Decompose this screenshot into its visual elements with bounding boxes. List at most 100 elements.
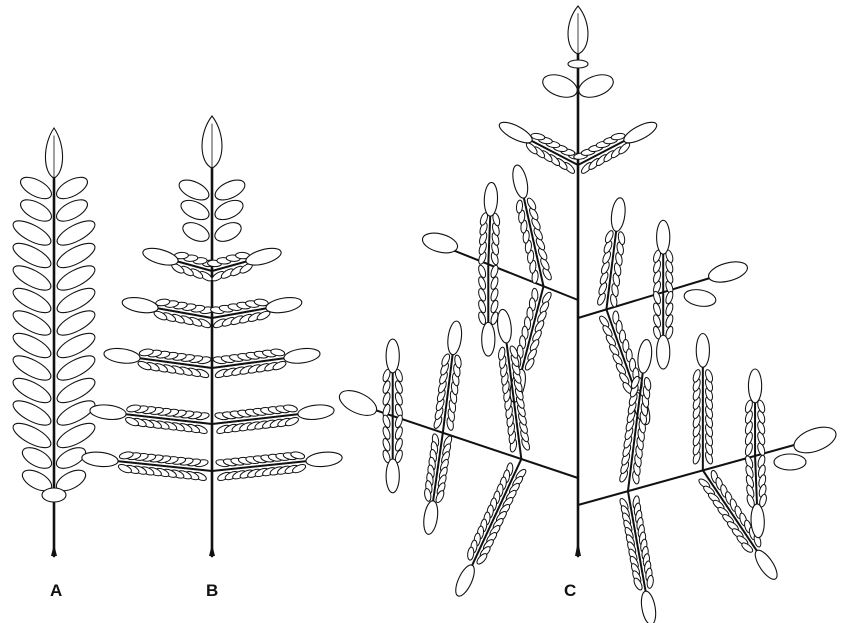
pinnule (272, 360, 287, 372)
tertiary-pinna (452, 459, 528, 599)
terminal-pinnule (497, 118, 535, 147)
pinnule (382, 392, 392, 406)
pinna-b-left (141, 245, 217, 283)
terminal-pinnule (748, 369, 761, 403)
label-c: C (564, 581, 576, 601)
pinna-b-right (212, 403, 335, 435)
terminal-pinnule (89, 403, 127, 421)
tertiary-pinna (652, 290, 674, 369)
pinnule (382, 438, 392, 452)
leaflet-c-top-right (576, 70, 617, 101)
tripinnate-leaf-c (336, 6, 840, 623)
leaflet-a-left (19, 443, 55, 472)
pinnule (394, 392, 404, 406)
terminal-pinnule (657, 335, 670, 369)
terminal-pinnule (496, 309, 513, 344)
terminal-leaflet-a (45, 128, 62, 178)
pinnule (291, 463, 306, 475)
pinnule (477, 299, 487, 313)
petiole-base-a (51, 548, 57, 556)
pinnule (490, 276, 500, 290)
terminal-pinnule (636, 339, 653, 374)
leaflet-c-top-small (568, 60, 588, 68)
pinnule (382, 414, 392, 428)
terminal-pinnule (657, 220, 670, 254)
terminal-pinnule (141, 245, 180, 268)
pinnule (382, 426, 392, 440)
pinnule (440, 353, 451, 367)
leaflet-c-ll-tip (336, 385, 381, 420)
terminal-leaflet-c (568, 6, 588, 54)
pinna-b-left (103, 346, 212, 379)
tertiary-pinna (477, 264, 499, 356)
leaflet-b-left (180, 219, 212, 245)
pinnule (477, 264, 487, 278)
pinnule (434, 489, 445, 503)
pinnule (665, 314, 675, 328)
pinna-b-left (89, 403, 212, 435)
pinnule (394, 380, 404, 394)
leaflet-a-right (53, 173, 91, 203)
pinna-b-right (212, 346, 321, 379)
terminal-pinnule (610, 197, 627, 232)
pinnule (490, 264, 500, 278)
tertiary-pinna (618, 491, 658, 623)
tertiary-pinna (596, 197, 627, 309)
terminal-pinnule (297, 403, 335, 421)
pinnule (124, 416, 139, 428)
leaflet-c-top-left (540, 70, 581, 101)
pinnule (526, 197, 538, 211)
simple-pinnate-leaf-a (10, 128, 99, 556)
petiole-base-c (575, 546, 581, 556)
leaflet-b-left (176, 176, 212, 204)
leaflet-b-right (212, 196, 246, 223)
tertiary-pinna (382, 339, 404, 418)
branch-c-lower-left (360, 309, 578, 599)
leaflet-b-right (212, 219, 244, 245)
pinnule (665, 290, 675, 304)
pinna-b-left (121, 295, 214, 329)
leaflet-a-bottom (42, 488, 66, 502)
pinnule (117, 463, 132, 475)
leaflet-c-ur-tip (706, 258, 749, 286)
terminal-pinnule (305, 450, 343, 468)
terminal-leaflet-b (202, 116, 222, 168)
pinna-b-right (210, 295, 303, 329)
pinnule (467, 547, 475, 561)
leaflet-c-lr-tip (791, 422, 840, 458)
tertiary-pinna (422, 433, 454, 535)
pinna-b-left (81, 450, 212, 482)
tertiary-pinna (510, 164, 553, 287)
terminal-pinnule (484, 182, 499, 216)
terminal-pinnule (121, 295, 159, 315)
pinna-c-upper-right (573, 118, 659, 175)
pinnule (477, 276, 487, 290)
terminal-pinnule (103, 346, 141, 365)
terminal-pinnule (510, 164, 530, 200)
secondary-rachis (440, 245, 578, 300)
pinnule (652, 302, 662, 316)
pinnule (284, 416, 299, 428)
terminal-pinnule (639, 590, 658, 623)
terminal-pinnule (386, 459, 399, 493)
pinnule (477, 288, 487, 302)
tertiary-pinna (744, 369, 766, 456)
bipinnate-leaf-b (81, 116, 343, 556)
pinnule (652, 314, 662, 328)
tertiary-pinna (477, 182, 501, 265)
terminal-pinnule (696, 334, 709, 368)
label-b: B (206, 581, 218, 601)
tertiary-pinna (652, 220, 674, 294)
leaflet-c-ur-side (683, 287, 717, 308)
leaflet-b-left (178, 196, 212, 223)
secondary-rachis (578, 442, 805, 505)
tertiary-pinna (692, 334, 714, 471)
tertiary-pinna (507, 286, 553, 403)
pinnule (604, 229, 615, 243)
branch-c-lower-right (578, 334, 805, 623)
leaflet-c-ul-tip (420, 230, 459, 257)
tertiary-pinna (432, 320, 463, 432)
terminal-pinnule (452, 562, 478, 598)
terminal-pinnule (386, 339, 399, 373)
leaflet-b-right (212, 176, 248, 204)
